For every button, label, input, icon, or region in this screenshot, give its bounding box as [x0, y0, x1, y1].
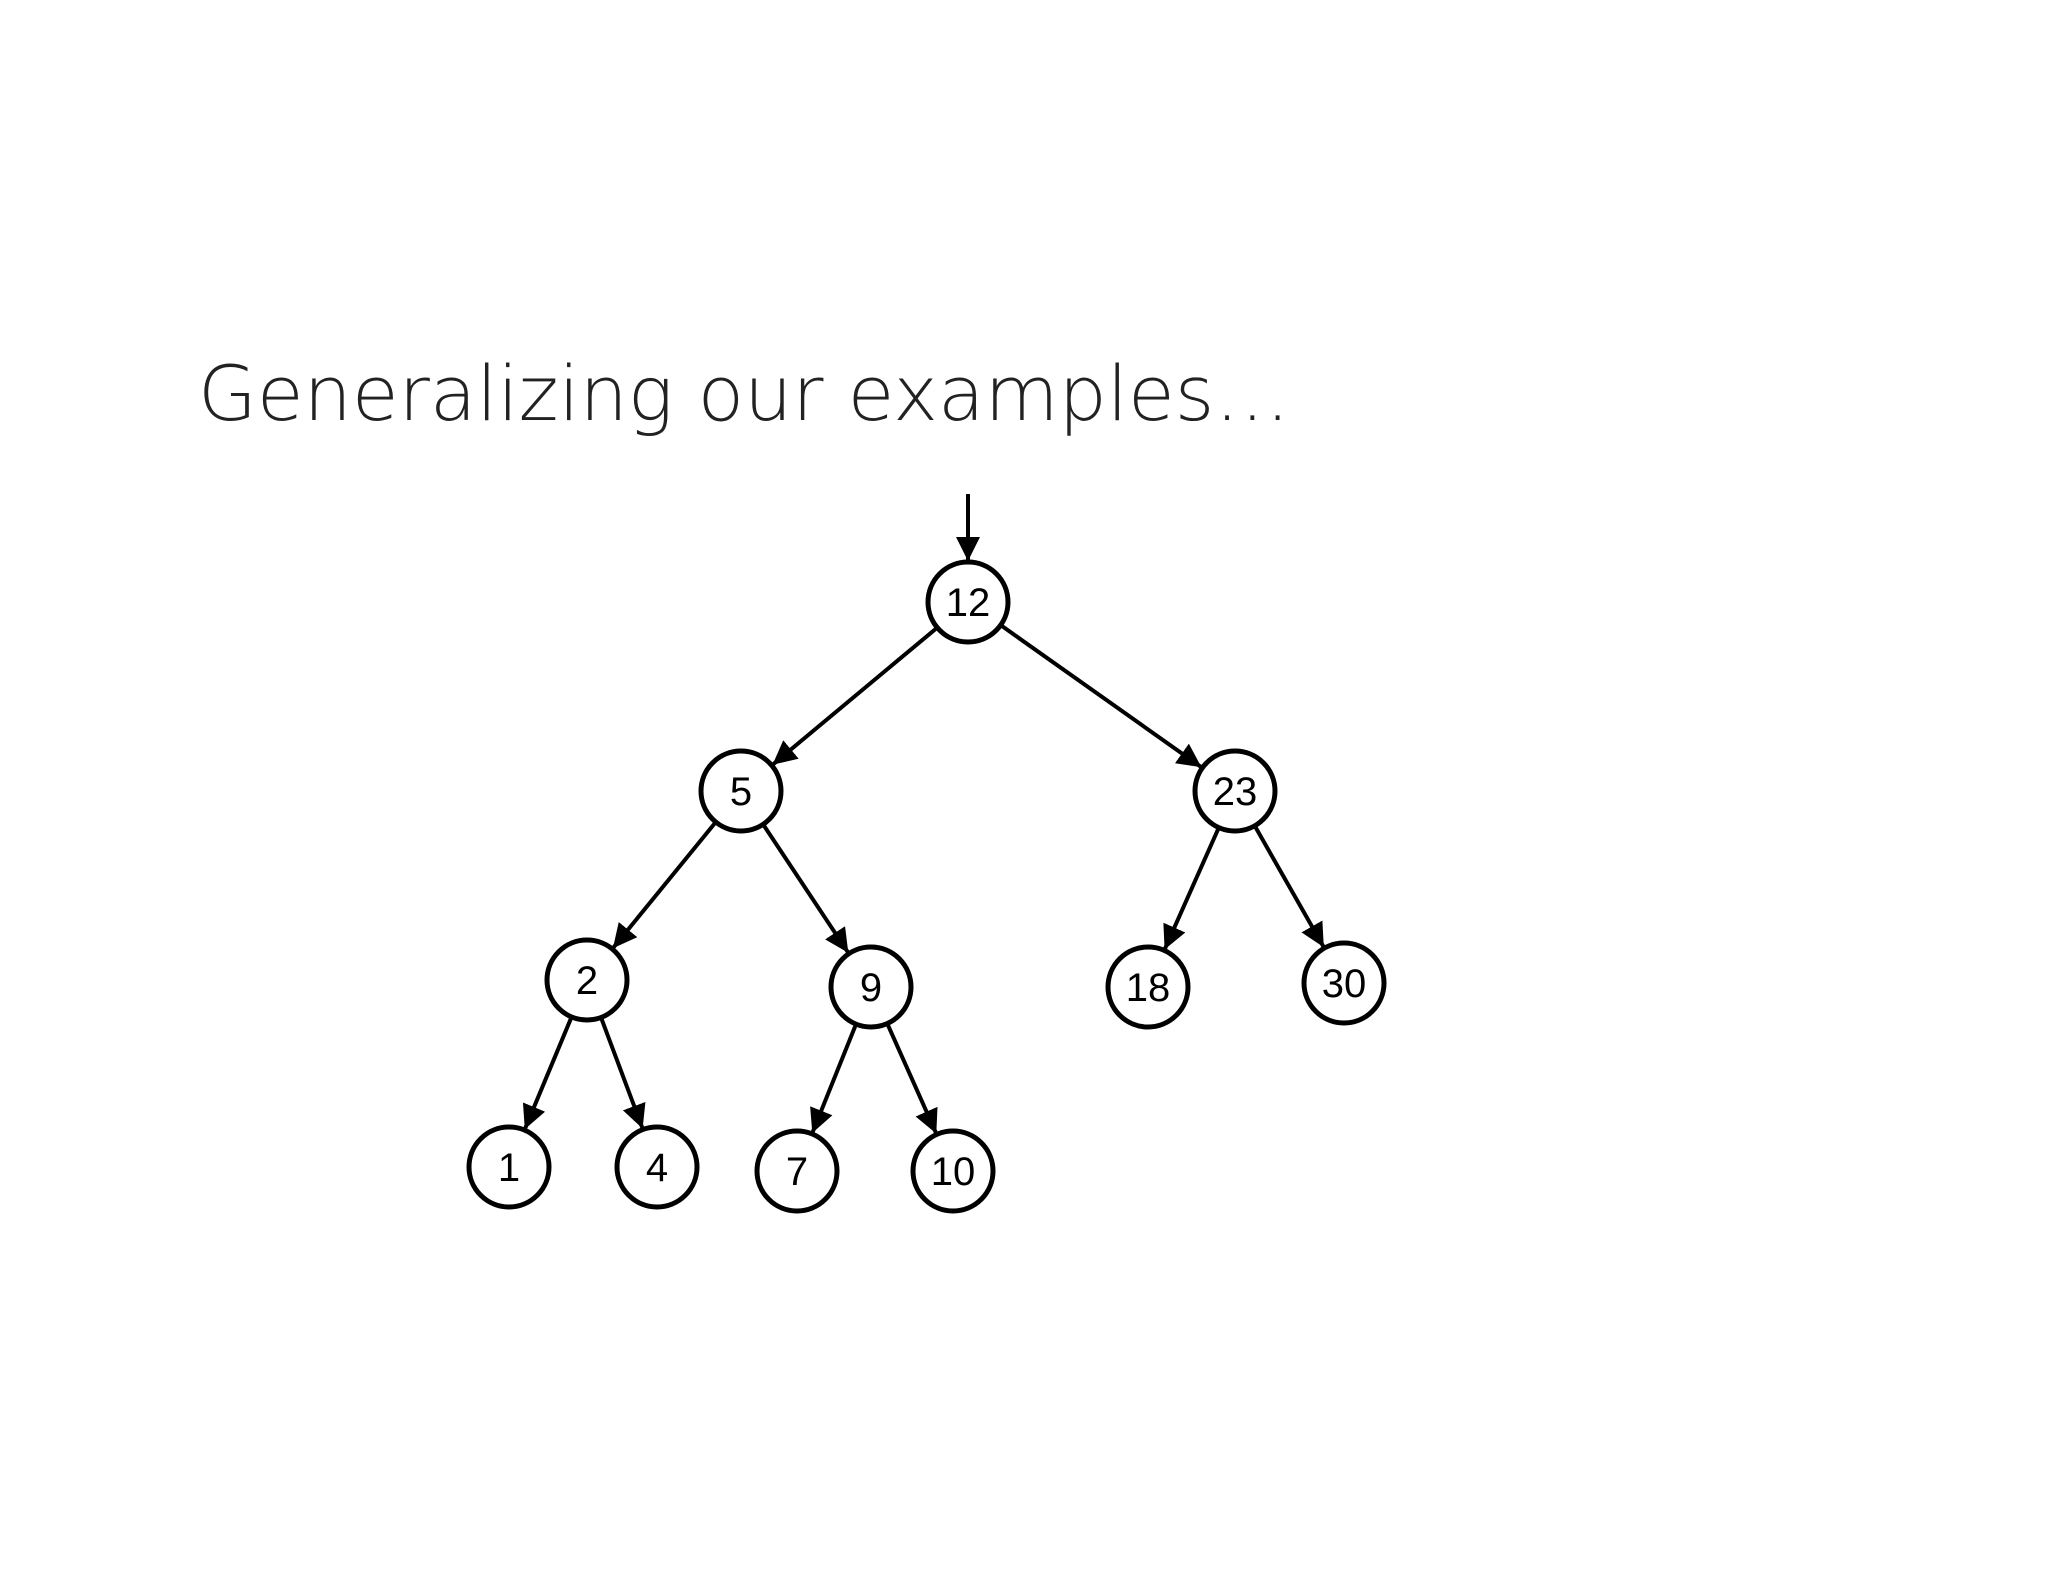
tree-node-12: 12 [925, 559, 1011, 645]
node-circle [925, 559, 1011, 645]
edges-layer [522, 494, 1326, 1135]
slide-title: Generalizing our examples… [198, 349, 1291, 438]
tree-node-10: 10 [910, 1128, 996, 1214]
node-label: 5 [730, 770, 752, 814]
node-label: 7 [786, 1150, 808, 1194]
node-label: 4 [646, 1146, 668, 1190]
tree-node-9: 9 [828, 944, 914, 1030]
edge-23-to-18 [1162, 828, 1220, 951]
tree-node-23: 23 [1192, 748, 1278, 834]
edge-5-to-9 [762, 824, 850, 954]
node-label: 23 [1213, 770, 1258, 814]
tree-node-30: 30 [1301, 940, 1387, 1026]
node-circle [614, 1124, 700, 1210]
tree-node-2: 2 [544, 937, 630, 1023]
node-label: 9 [860, 966, 882, 1010]
node-circle [1192, 748, 1278, 834]
node-circle [698, 748, 784, 834]
edge-12-to-23 [1001, 624, 1203, 769]
edge-9-to-10 [886, 1024, 939, 1135]
nodes-layer: 12 5 23 2 9 18 30 1 4 7 10 [466, 559, 1387, 1214]
node-label: 18 [1126, 966, 1171, 1010]
tree-node-1: 1 [466, 1124, 552, 1210]
node-label: 12 [946, 581, 991, 625]
node-circle [1301, 940, 1387, 1026]
node-circle [828, 944, 914, 1030]
tree-node-18: 18 [1105, 944, 1191, 1030]
node-label: 1 [498, 1146, 520, 1190]
edge-9-to-7 [810, 1025, 858, 1134]
tree-node-7: 7 [754, 1128, 840, 1214]
node-circle [466, 1124, 552, 1210]
edge-2-to-1 [522, 1018, 573, 1130]
node-circle [1105, 944, 1191, 1030]
tree-node-4: 4 [614, 1124, 700, 1210]
node-circle [544, 937, 630, 1023]
node-label: 30 [1322, 962, 1367, 1006]
node-circle [754, 1128, 840, 1214]
edge-2-to-4 [599, 1018, 646, 1130]
node-label: 2 [576, 959, 598, 1003]
node-circle [910, 1128, 996, 1214]
edge-12-to-5 [771, 627, 937, 767]
node-label: 10 [931, 1150, 976, 1194]
edge-23-to-30 [1253, 826, 1326, 949]
tree-node-5: 5 [698, 748, 784, 834]
edge-5-to-2 [611, 822, 717, 950]
